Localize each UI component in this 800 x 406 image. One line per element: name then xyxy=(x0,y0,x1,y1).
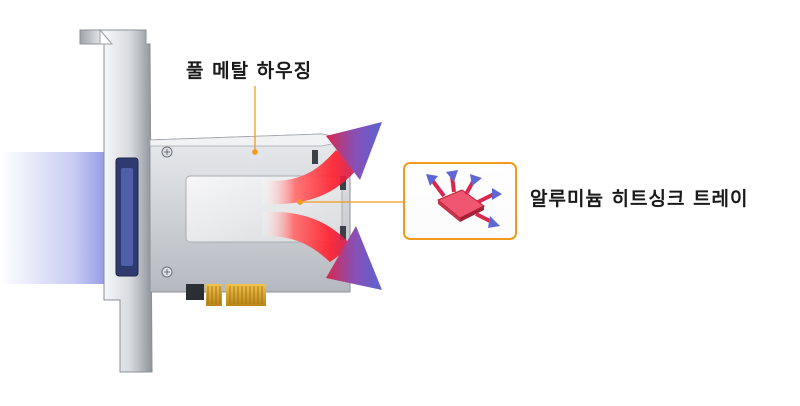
callout-lines xyxy=(252,86,404,205)
airflow-arrow-icon xyxy=(262,122,382,290)
housing-label: 풀 메탈 하우징 xyxy=(186,60,313,82)
heatsink-tray-label: 알루미늄 히트싱크 트레이 xyxy=(530,188,749,210)
pci-bracket xyxy=(79,28,153,373)
pcie-connector xyxy=(186,284,266,306)
metal-housing xyxy=(149,133,351,293)
heat-dissipation-icon xyxy=(426,170,502,228)
heatsink-callout xyxy=(403,162,517,240)
